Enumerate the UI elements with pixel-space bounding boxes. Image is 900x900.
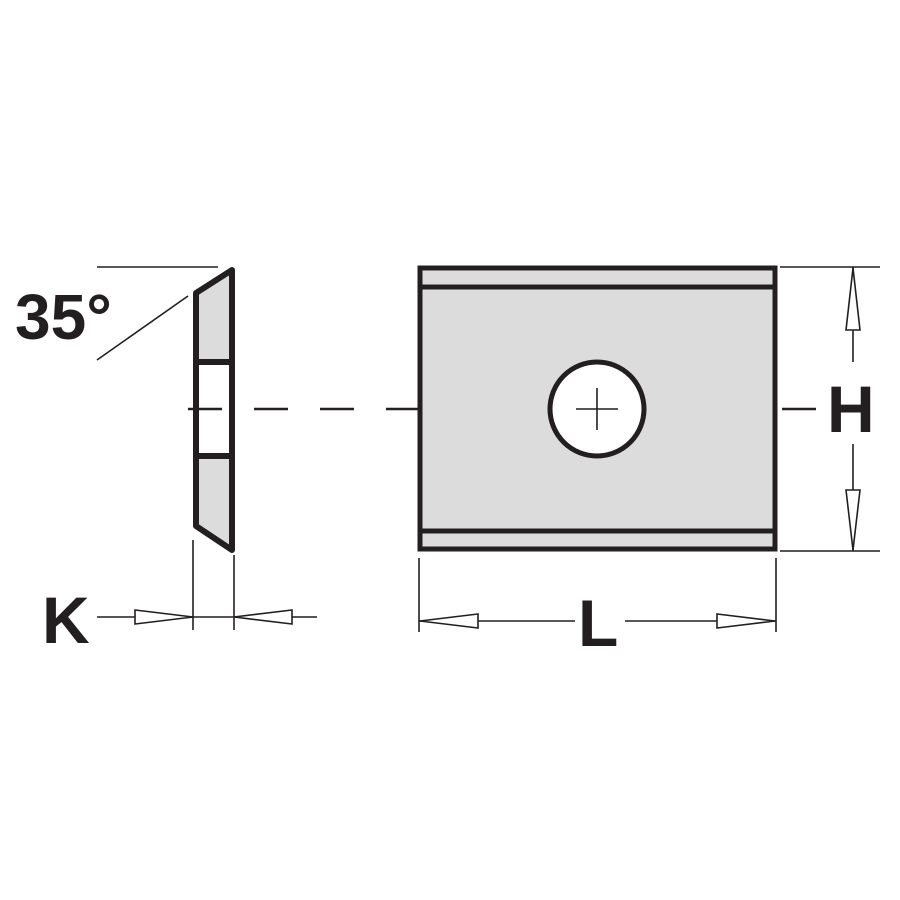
front-view — [417, 265, 778, 552]
angle-label: 35° — [15, 281, 112, 353]
height-dimension — [780, 266, 880, 552]
thickness-label: K — [42, 583, 90, 657]
height-label: H — [827, 372, 875, 446]
thickness-dimension — [97, 540, 317, 630]
angle-dimension — [96, 266, 218, 361]
length-label: L — [578, 586, 618, 660]
length-dimension — [418, 558, 777, 632]
